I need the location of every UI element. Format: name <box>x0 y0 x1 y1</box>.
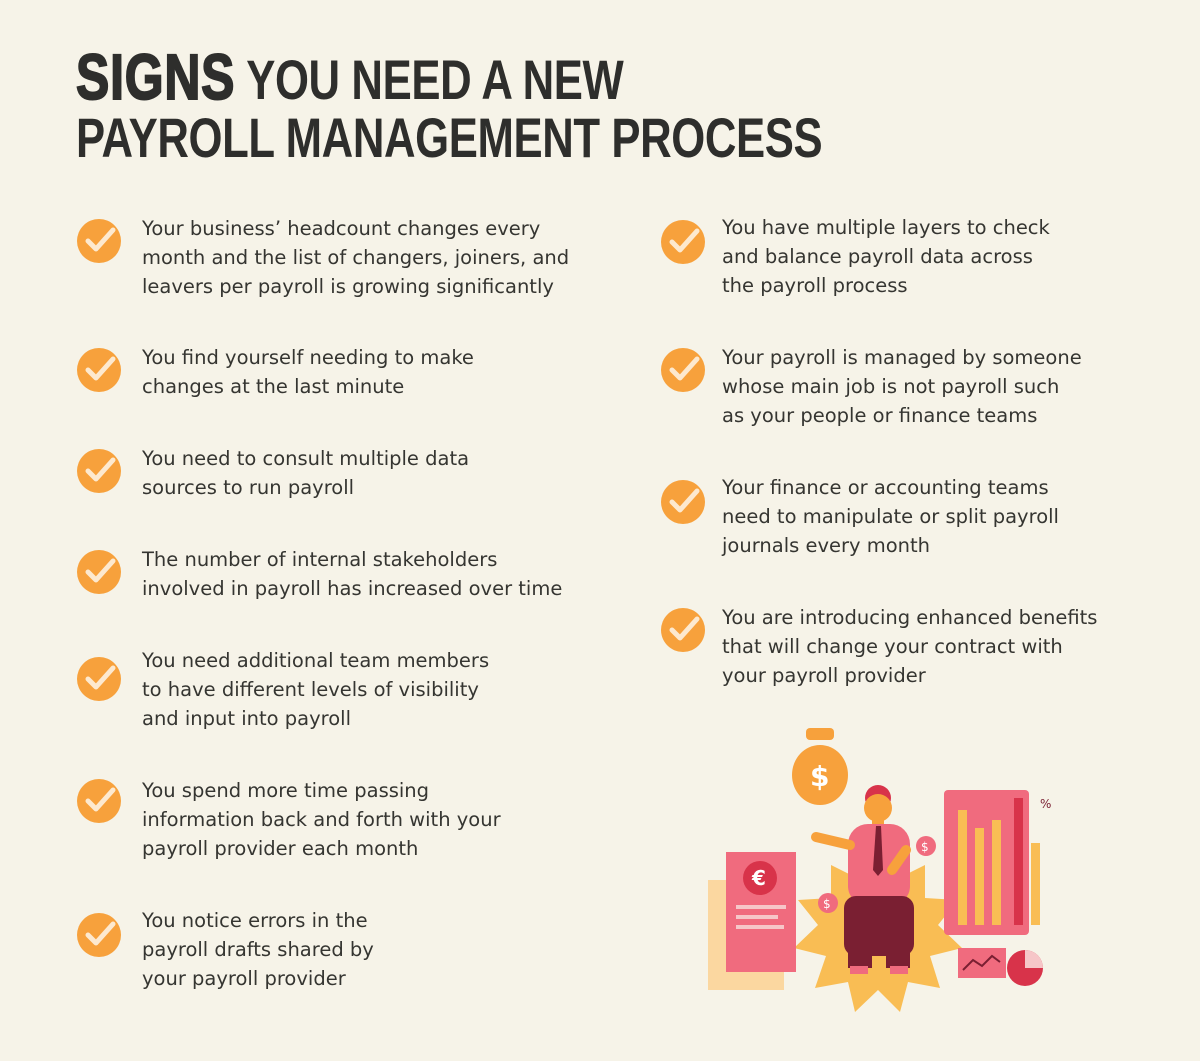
check-circle-icon <box>661 348 705 392</box>
payroll-illustration: % € $ $ $ <box>708 728 1051 1012</box>
chart-bar <box>992 820 1001 925</box>
chart-bar <box>958 810 967 925</box>
check-circle-icon <box>77 219 121 263</box>
percent-icon: % <box>1040 797 1051 811</box>
page-title: SIGNS YOU NEED A NEW PAYROLL MANAGEMENT … <box>75 44 823 169</box>
check-circle-icon <box>77 550 121 594</box>
svg-text:$: $ <box>823 897 831 911</box>
money-bag-icon <box>792 745 848 805</box>
svg-text:$: $ <box>921 840 929 854</box>
dollar-coin-icon <box>916 836 936 856</box>
title-highlight: SIGNS <box>75 41 236 113</box>
svg-text:$: $ <box>810 760 829 793</box>
check-circle-icon <box>661 220 705 264</box>
line-chart-line <box>962 954 1001 971</box>
check-circle-icon <box>77 657 121 701</box>
dollar-coin-icon <box>818 893 838 913</box>
check-circle-icon <box>661 480 705 524</box>
title-line-1-rest: YOU NEED A NEW <box>246 48 624 111</box>
title-line-2: PAYROLL MANAGEMENT PROCESS <box>76 106 823 169</box>
euro-coin-icon <box>743 861 777 895</box>
chart-bar <box>975 828 984 925</box>
check-circle-icon <box>77 348 121 392</box>
check-circle-icon <box>77 913 121 957</box>
title-line-1: SIGNS YOU NEED A NEW <box>75 44 822 111</box>
check-circle-icon <box>77 779 121 823</box>
person-figure <box>811 785 914 974</box>
chart-bar <box>1031 843 1040 925</box>
svg-text:€: € <box>751 866 766 890</box>
chart-bar <box>1014 798 1023 925</box>
check-circle-icon <box>661 608 705 652</box>
line-chart-card <box>958 948 1006 978</box>
check-circle-icon <box>77 449 121 493</box>
